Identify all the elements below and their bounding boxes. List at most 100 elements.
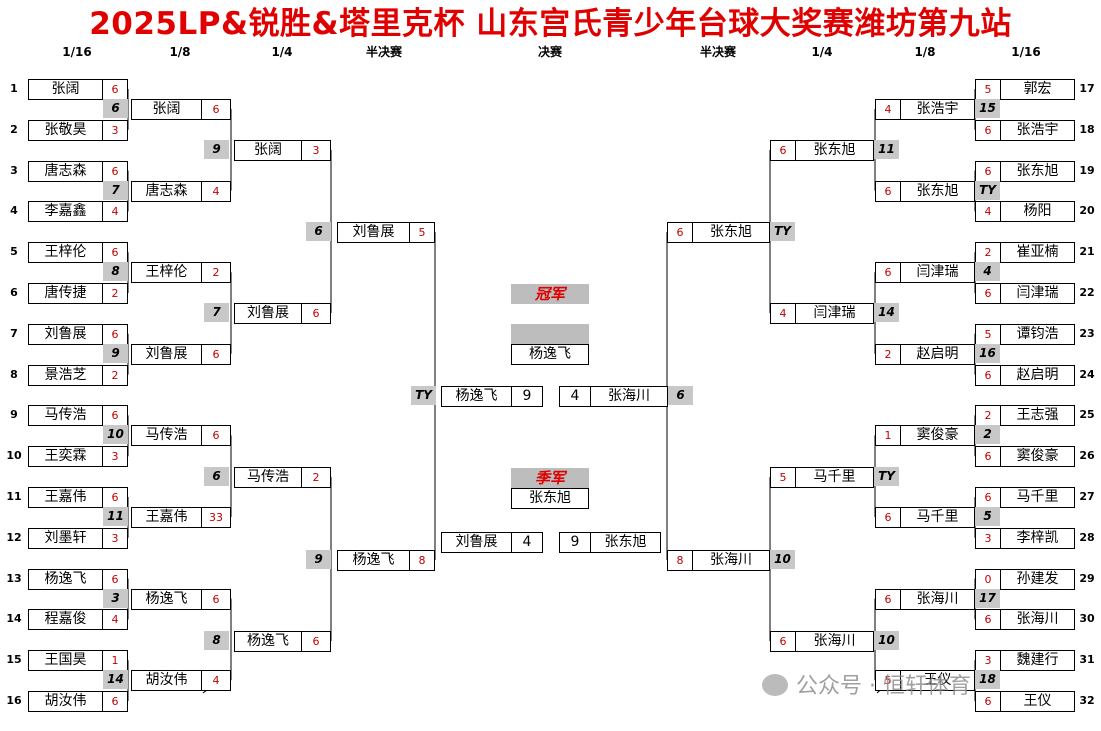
- wechat-icon: [762, 674, 788, 696]
- player-score: 2: [884, 347, 892, 361]
- seed-number: 28: [1079, 530, 1095, 544]
- player-score: 6: [984, 164, 992, 178]
- score-divider: [201, 508, 202, 527]
- player-score: 8: [676, 554, 684, 567]
- player-name: 杨阳: [1023, 203, 1052, 220]
- seed-number: 4: [10, 204, 18, 218]
- round-header: 决赛: [537, 45, 562, 59]
- score-divider: [1000, 528, 1001, 548]
- player-score: 6: [984, 123, 992, 137]
- champion-name-box: 杨逸飞: [511, 344, 589, 365]
- seed-number: 3: [10, 163, 18, 177]
- seed-number: 10: [6, 449, 22, 463]
- seed-number: 24: [1079, 367, 1095, 381]
- score-divider: [102, 243, 103, 263]
- score-divider: [301, 304, 302, 323]
- player-name: 杨逸飞: [455, 388, 498, 404]
- player-score: 3: [984, 531, 992, 545]
- player-score: 6: [111, 83, 119, 96]
- score-divider: [511, 387, 512, 406]
- player-name: 刘鲁展: [455, 534, 498, 550]
- player-name: 谭钧浩: [1016, 325, 1059, 342]
- player-score: 6: [111, 695, 119, 708]
- score-divider: [900, 181, 901, 201]
- score-divider: [102, 80, 103, 99]
- seed-number: 27: [1079, 490, 1095, 503]
- player-name: 张东旭: [604, 534, 647, 550]
- round-header: 1/8: [914, 45, 936, 59]
- player-name: 马千里: [813, 469, 856, 485]
- match-number-tag: 16: [975, 343, 1000, 363]
- player-score: 6: [884, 184, 892, 198]
- score-divider: [1000, 365, 1001, 385]
- match-number-tag: 15: [975, 99, 1000, 118]
- player-name: 马千里: [916, 509, 959, 525]
- match-number-tag: 10: [770, 550, 795, 569]
